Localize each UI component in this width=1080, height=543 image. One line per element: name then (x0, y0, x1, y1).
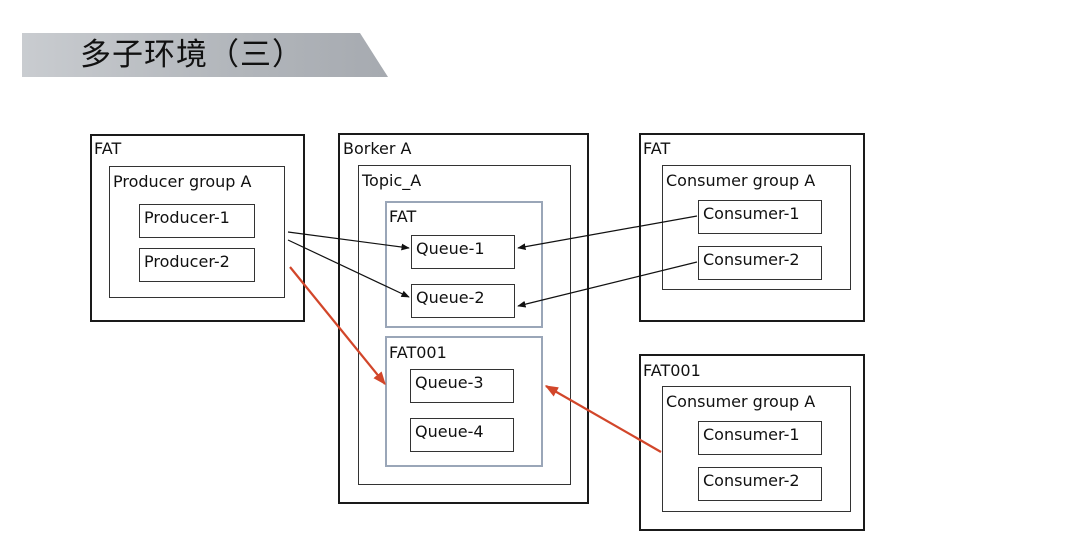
producer-1-box: Producer-1 (139, 204, 255, 238)
queue-3-box: Queue-3 (410, 369, 514, 403)
queue-3-label: Queue-3 (415, 373, 484, 392)
broker-fat001-label: FAT001 (389, 343, 447, 362)
producer-group-label: Producer group A (113, 172, 252, 191)
queue-1-label: Queue-1 (416, 239, 485, 258)
broker-fat-label: FAT (389, 207, 417, 226)
consumer-fat001-1-label: Consumer-1 (703, 425, 800, 444)
consumer-fat-2-box: Consumer-2 (698, 246, 822, 280)
queue-4-box: Queue-4 (410, 418, 514, 452)
page-title: 多子环境（三） (80, 37, 304, 73)
producer-group-box: Producer group A (109, 166, 285, 298)
consumer-fat-group-label: Consumer group A (666, 171, 816, 190)
consumer-fat-env-label: FAT (643, 139, 671, 158)
producer-1-label: Producer-1 (144, 208, 230, 227)
producer-2-label: Producer-2 (144, 252, 230, 271)
consumer-fat001-group-label: Consumer group A (666, 392, 816, 411)
consumer-fat-1-label: Consumer-1 (703, 204, 800, 223)
broker-fat001-box: FAT001 (385, 336, 543, 467)
consumer-fat001-1-box: Consumer-1 (698, 421, 822, 455)
topic-label: Topic_A (362, 171, 422, 190)
title-banner (22, 33, 388, 77)
consumer-fat-1-box: Consumer-1 (698, 200, 822, 234)
broker-label: Borker A (343, 139, 412, 158)
queue-4-label: Queue-4 (415, 422, 484, 441)
consumer-fat-2-label: Consumer-2 (703, 250, 800, 269)
consumer-fat001-2-box: Consumer-2 (698, 467, 822, 501)
consumer-fat001-env-label: FAT001 (643, 361, 701, 380)
queue-2-label: Queue-2 (416, 288, 485, 307)
producer-env-box: FAT (90, 134, 305, 322)
consumer-fat001-group-box: Consumer group A (662, 386, 851, 512)
producer-env-label: FAT (94, 139, 122, 158)
queue-1-box: Queue-1 (411, 235, 515, 269)
queue-2-box: Queue-2 (411, 284, 515, 318)
consumer-fat001-2-label: Consumer-2 (703, 471, 800, 490)
producer-2-box: Producer-2 (139, 248, 255, 282)
